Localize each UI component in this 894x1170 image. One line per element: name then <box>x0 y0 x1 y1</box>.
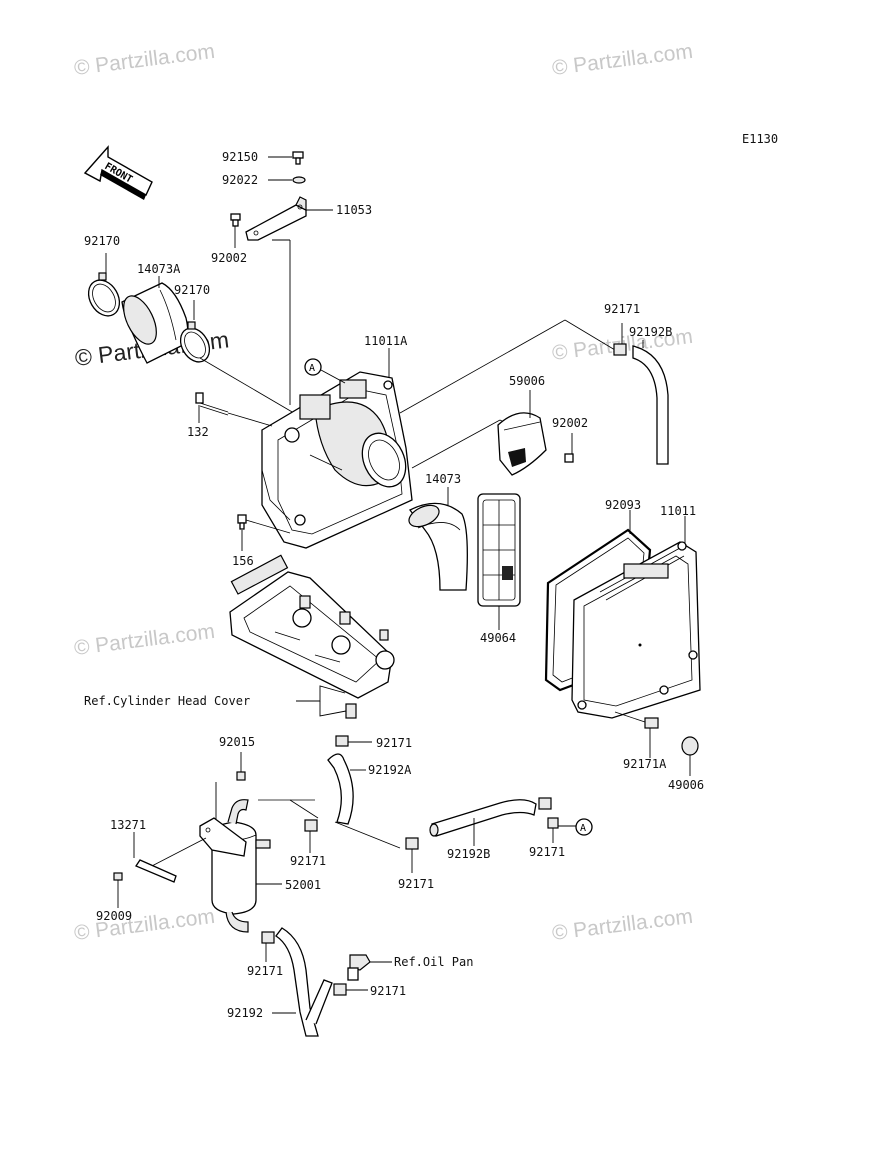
bolt-92015 <box>236 771 246 781</box>
label-92170-b: 92170 <box>174 283 210 297</box>
case-11011 <box>571 541 701 719</box>
label-14073A: 14073A <box>137 262 181 276</box>
marker-a-top-label: A <box>309 363 315 374</box>
filter-49064 <box>477 493 521 607</box>
label-92171-right: 92171 <box>529 845 565 859</box>
label-92171A: 92171A <box>623 757 667 771</box>
oil-pan-fitting <box>347 954 371 981</box>
bolt-92002-top <box>230 213 241 227</box>
bolt-92002-right <box>564 453 574 463</box>
label-11011A: 11011A <box>364 334 408 348</box>
label-92002-right: 92002 <box>552 416 588 430</box>
label-13271: 13271 <box>110 818 146 832</box>
hose-92192 <box>275 927 333 1037</box>
hose-92192B-top <box>632 345 669 465</box>
label-11011: 11011 <box>660 504 696 518</box>
watermark-bottom-right: © Partzilla.com <box>551 905 694 945</box>
marker-a-top: A <box>304 358 322 376</box>
label-49064: 49064 <box>480 631 516 645</box>
label-156: 156 <box>232 554 254 568</box>
front-arrow-icon: FRONT <box>83 145 153 200</box>
label-59006: 59006 <box>509 374 545 388</box>
label-92002-top: 92002 <box>211 251 247 265</box>
label-92171-mid: 92171 <box>376 736 412 750</box>
clamp-92171-top <box>613 343 627 356</box>
label-92192B-bottom: 92192B <box>447 847 490 861</box>
label-92022: 92022 <box>222 173 258 187</box>
label-92192: 92192 <box>227 1006 263 1020</box>
label-92171-lower: 92171 <box>247 964 283 978</box>
label-92192B-top: 92192B <box>629 325 672 339</box>
ref-oil-pan: Ref.Oil Pan <box>394 955 473 969</box>
watermark-top-right: © Partzilla.com <box>551 40 694 80</box>
ref-cylinder-head-cover: Ref.Cylinder Head Cover <box>84 694 250 708</box>
hose-92192B-bottom <box>429 799 537 837</box>
label-92150: 92150 <box>222 150 258 164</box>
clamp-92170-b <box>179 321 211 363</box>
label-14073: 14073 <box>425 472 461 486</box>
watermark-center-left: © Partzilla.com <box>73 620 216 660</box>
watermark-top-left: © Partzilla.com <box>73 40 216 80</box>
cap-49006 <box>681 736 699 756</box>
clamp-92171-oil <box>333 983 347 996</box>
label-92192A: 92192A <box>368 763 412 777</box>
clamp-92171-mid <box>335 735 349 747</box>
label-92015: 92015 <box>219 735 255 749</box>
cover-59006 <box>497 412 547 476</box>
clamp-92171-lower <box>261 931 275 944</box>
clamp-92171-tank <box>304 819 318 832</box>
head-cover-nipple <box>345 703 357 719</box>
label-92171-oil: 92171 <box>370 984 406 998</box>
label-92009: 92009 <box>96 909 132 923</box>
label-92171-tank: 92171 <box>290 854 326 868</box>
label-132: 132 <box>187 425 209 439</box>
marker-a-bottom: A <box>575 818 593 836</box>
label-92093: 92093 <box>605 498 641 512</box>
clamp-92171A <box>614 711 659 729</box>
marker-a-bottom-label: A <box>580 823 586 834</box>
label-92171-hose: 92171 <box>398 877 434 891</box>
label-92170-a: 92170 <box>84 234 120 248</box>
bolt-92009 <box>113 872 123 881</box>
cylinder-head-cover <box>229 554 395 699</box>
bracket-11053 <box>245 196 307 241</box>
label-49006: 49006 <box>668 778 704 792</box>
clamp-92170-a <box>87 272 121 317</box>
washer-92022 <box>292 176 306 184</box>
bolt-132 <box>195 392 229 416</box>
clamp-92171-hose <box>405 837 419 850</box>
diagram-code: E1130 <box>742 132 778 146</box>
watermark-bottom-left: © Partzilla.com <box>73 905 216 945</box>
hose-92192A <box>327 753 354 825</box>
bracket-13271 <box>135 817 247 883</box>
label-11053: 11053 <box>336 203 372 217</box>
clamp-92171-right <box>538 797 559 829</box>
case-11011A <box>261 371 413 549</box>
label-92171-top: 92171 <box>604 302 640 316</box>
bolt-156 <box>237 514 247 530</box>
label-52001: 52001 <box>285 878 321 892</box>
bolt-92150 <box>292 151 304 165</box>
duct-14073 <box>408 502 468 591</box>
